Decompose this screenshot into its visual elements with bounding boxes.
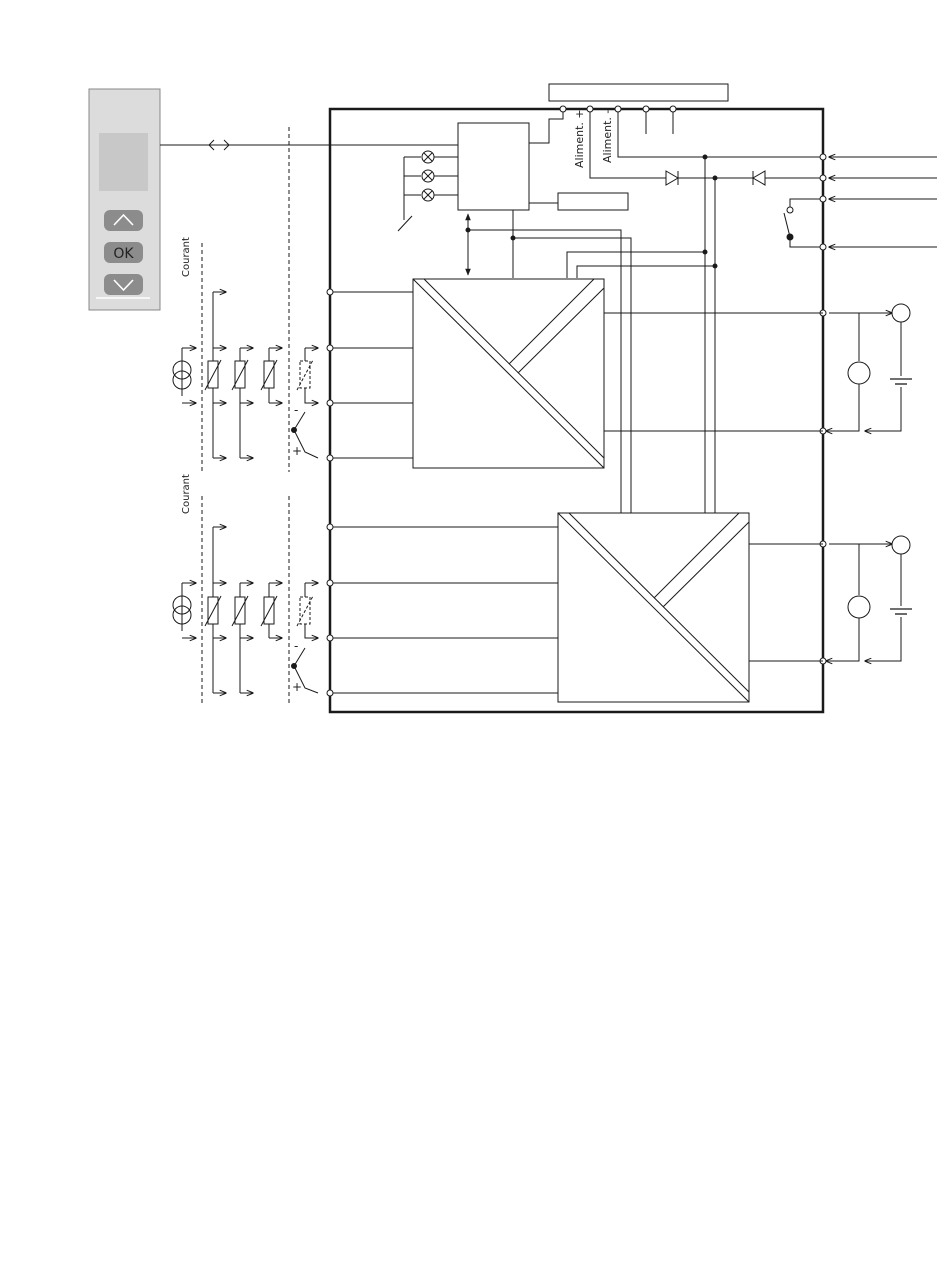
relay-contact <box>784 199 823 247</box>
diode-2 <box>753 171 765 185</box>
input-terminals-1 <box>327 289 413 461</box>
power-minus-label: Aliment. - <box>601 110 614 163</box>
courant-label-top: Courant <box>181 237 192 277</box>
converter-2 <box>558 513 749 702</box>
converter-1 <box>413 279 604 468</box>
cpu-block <box>458 123 529 210</box>
down-button[interactable] <box>104 274 143 295</box>
status-leds <box>398 151 458 231</box>
internal-bus <box>466 228 715 513</box>
polarity-minus-top: - <box>294 403 298 417</box>
power-plus-label: Aliment. + <box>573 109 586 168</box>
comm-link <box>160 140 458 150</box>
display-module: OK <box>89 89 160 310</box>
up-button[interactable] <box>104 210 143 231</box>
diode-1 <box>666 171 678 185</box>
sensor-group-1 <box>173 127 318 472</box>
input-terminals-2 <box>327 524 558 696</box>
ok-button-label: OK <box>113 246 134 262</box>
memory-block <box>558 193 628 210</box>
sensor-group-2 <box>173 496 318 705</box>
polarity-plus-bottom: + <box>292 680 302 694</box>
polarity-plus-top: + <box>292 444 302 458</box>
display-screen <box>99 133 148 191</box>
right-terminals <box>820 154 937 664</box>
ok-button[interactable]: OK <box>104 242 143 263</box>
terminal-label-box <box>549 84 728 101</box>
courant-label-bottom: Courant <box>181 474 192 514</box>
polarity-minus-bottom: - <box>294 639 298 653</box>
output-loop-1 <box>826 304 912 431</box>
output-loop-2 <box>826 536 912 661</box>
